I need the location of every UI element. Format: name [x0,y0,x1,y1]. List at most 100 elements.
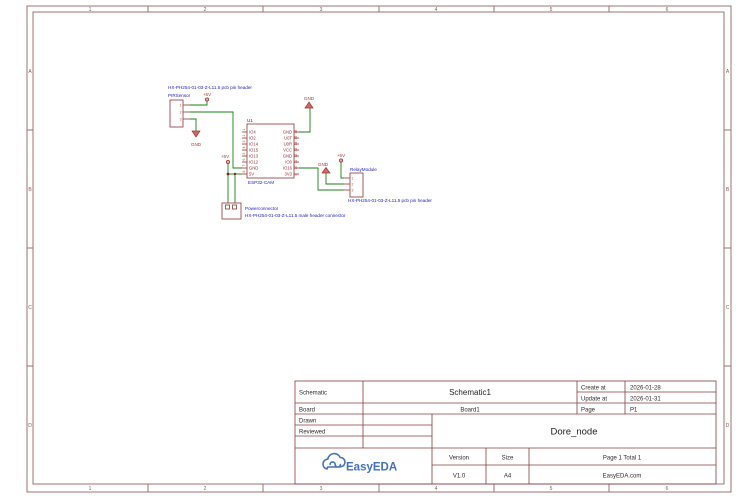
component-power-connector[interactable]: Powerconnector HX-PH254-01-03-Z-L11.5 ma… [221,202,346,220]
esp32-pin-number: 15 [294,136,298,140]
frame-col-label: 1 [89,486,92,492]
ground-icon[interactable] [191,130,201,138]
tb-drawn-label: Drawn [299,419,316,425]
frame-col-label: 1 [89,7,92,13]
wire-relay-5v[interactable] [340,162,344,179]
esp32-pin-name: GND [283,130,292,135]
frame-outer-border [26,5,732,493]
frame-col-label: 2 [204,7,207,13]
net-label-gnd[interactable]: GND [191,142,202,147]
powerconn-pin-2 [232,204,237,210]
powerconn-pin-1 [225,204,230,210]
frame-row-label: A [726,69,730,75]
esp32-pin-name: IO16 [283,166,293,171]
pir-symbol-body[interactable] [169,99,184,128]
wire-pir-gnd[interactable] [190,118,197,131]
tb-create-label: Create at [581,386,606,392]
esp32-pin-name: IO0 [285,160,292,165]
wire-relay-gnd[interactable] [325,173,344,185]
pir-name-label[interactable]: PIRSensor [168,93,191,98]
tb-version-value: V1.0 [453,474,466,480]
esp32-pin-name: 5V [249,172,254,177]
pir-pin-number: 3 [180,118,182,122]
esp32-pin-number: 1 [242,129,246,131]
net-symbols[interactable]: +5V GND GND +5V GND +5V [191,92,346,174]
esp32-pin-number: 12 [294,154,298,158]
easyeda-logo: EasyEDA [322,452,397,474]
net-label-5v[interactable]: +5V [337,153,346,158]
esp32-pin-number: 13 [294,148,298,152]
component-esp32-cam[interactable]: U1 ESP32-CAM IO4 IO2 IO14 IO15 IO13 IO12… [242,118,299,185]
tb-reviewed-label: Reviewed [299,430,325,436]
esp32-pin-name: 3V3 [285,172,293,177]
easyeda-cloud-icon [322,452,346,470]
esp32-pin-number: 16 [294,130,298,134]
esp32-pin-name: IO13 [249,154,259,159]
title-block: Schematic Schematic1 Create at 2026-01-2… [294,380,717,485]
ground-icon[interactable] [304,101,314,109]
component-pir-sensor[interactable]: HX-PH254-01-03-Z-L11.5 pcb pin header PI… [168,85,252,128]
esp32-designator[interactable]: U1 [247,118,253,123]
frame-col-label: 5 [550,7,553,13]
esp32-pin-name: U0R [284,142,292,147]
esp32-symbol-body[interactable] [246,123,295,179]
powerconn-name-label[interactable]: Powerconnector [245,206,279,211]
wire-pir-to-esp32[interactable] [190,111,242,169]
wires[interactable] [190,101,344,203]
wire-esp32-gnd-top[interactable] [299,108,311,133]
esp32-pin-name: GND [249,166,258,171]
frame-col-label: 5 [550,486,553,492]
frame-col-label: 6 [666,486,669,492]
tb-version-label: Version [449,456,469,462]
tb-create-value: 2026-01-28 [630,386,661,392]
frame-ticks [27,6,731,492]
frame-row-label: A [28,69,32,75]
net-label-gnd[interactable]: GND [318,162,329,167]
tb-page-total: Page 1 Total 1 [603,456,642,462]
relay-pin-number: 3 [352,189,354,193]
tb-page-value: P1 [630,408,638,414]
esp32-pin-name: IO15 [249,148,259,153]
ground-icon[interactable] [321,166,331,174]
frame-row-label: D [28,423,32,429]
esp32-pin-number: 4 [242,147,246,149]
net-label-gnd[interactable]: GND [304,96,315,101]
tb-board-label: Board [299,408,315,414]
tb-update-label: Update at [581,397,607,403]
esp32-pin-number: 14 [294,142,298,146]
pir-pin-number: 2 [180,111,182,115]
esp32-pin-name: IO2 [249,136,256,141]
relay-part-label[interactable]: HX-PH254-01-03-Z-L11.5 pcb pin header [348,198,432,203]
pir-part-label[interactable]: HX-PH254-01-03-Z-L11.5 pcb pin header [168,85,252,90]
powerconn-symbol-body[interactable] [221,202,242,220]
power-flag-icon[interactable] [338,158,343,163]
esp32-pin-name: IO4 [249,130,256,135]
frame-row-label: B [28,187,32,193]
net-label-5v[interactable]: +5V [221,154,230,159]
esp32-pin-number: 2 [242,135,246,137]
esp32-pin-number: 9 [294,174,298,176]
relay-symbol-body[interactable] [349,172,364,198]
frame-col-label: 2 [204,486,207,492]
tb-size-label: Size [502,456,514,462]
frame-row-labels: A B C D A B C D [28,69,730,429]
relay-pin-number: 1 [352,177,354,181]
esp32-pin-number: 7 [242,165,246,167]
powerconn-part-label[interactable]: HX-PH254-01-03-Z-L11.5 male header conne… [245,213,346,218]
frame-row-label: D [726,423,730,429]
wire-pir-5v[interactable] [190,101,208,106]
power-flag-icon[interactable] [225,159,230,164]
wire-esp32-io16-to-relay[interactable] [299,167,344,191]
component-relay-module[interactable]: RelayModule 1 2 3 HX-PH254-01-03-Z-L11.5… [344,167,432,203]
frame-row-label: C [726,305,730,311]
esp32-pin-number: 11 [294,160,298,164]
frame-col-label: 4 [435,7,438,13]
frame-col-label: 3 [320,486,323,492]
frame-column-labels: 1 2 3 4 5 6 1 2 3 4 5 6 [89,7,669,492]
relay-name-label[interactable]: RelayModule [350,167,377,172]
net-label-5v[interactable]: +5V [203,92,212,97]
esp32-pin-number: 8 [242,171,246,173]
esp32-name-label[interactable]: ESP32-CAM [248,180,274,185]
power-flag-icon[interactable] [204,97,209,102]
